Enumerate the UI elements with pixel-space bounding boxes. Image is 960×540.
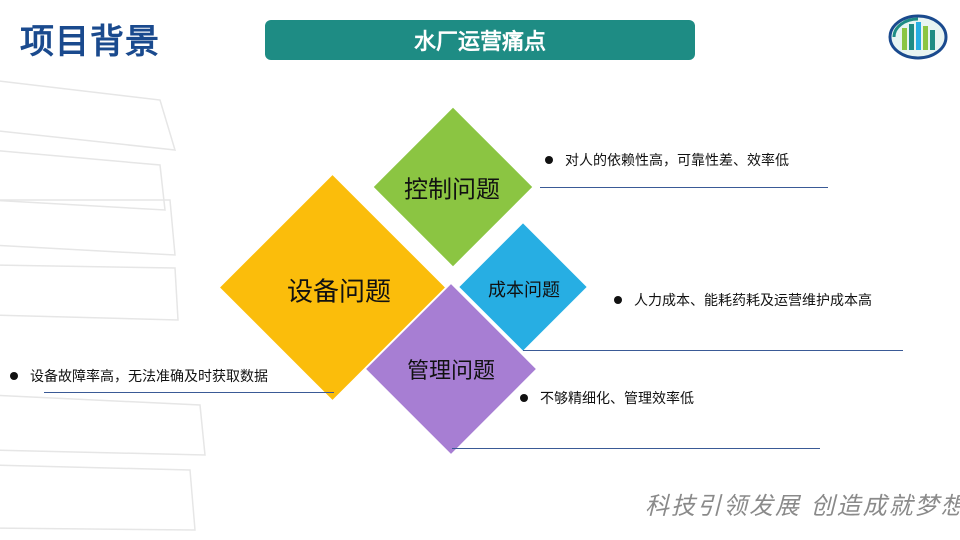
control-label: 控制问题 [404,175,500,204]
cost-point: 人力成本、能耗药耗及运营维护成本高 [614,290,872,310]
divider [523,350,903,351]
management-label: 管理问题 [406,359,496,384]
divider [452,448,820,449]
section-banner: 水厂运营痛点 [265,20,695,60]
cost-label: 成本问题 [488,280,560,301]
control-point: 对人的依赖性高，可靠性差、效率低 [545,150,789,170]
equipment-point: 设备故障率高，无法准确及时获取数据 [10,366,268,386]
bullet-icon [545,156,553,164]
control-point-text: 对人的依赖性高，可靠性差、效率低 [565,153,789,169]
cost-point-text: 人力成本、能耗药耗及运营维护成本高 [634,293,872,309]
footer-slogan: 科技引领发展 创造成就梦想 [645,492,960,520]
bullet-icon [614,296,622,304]
page-title: 项目背景 [20,22,160,62]
divider [540,187,828,188]
bullet-icon [10,372,18,380]
equipment-label: 设备问题 [286,277,392,308]
management-point: 不够精细化、管理效率低 [520,388,694,408]
company-logo-icon [888,14,948,60]
equipment-point-text: 设备故障率高，无法准确及时获取数据 [30,369,268,385]
management-point-text: 不够精细化、管理效率低 [540,391,694,407]
bullet-icon [520,394,528,402]
divider [44,392,334,393]
